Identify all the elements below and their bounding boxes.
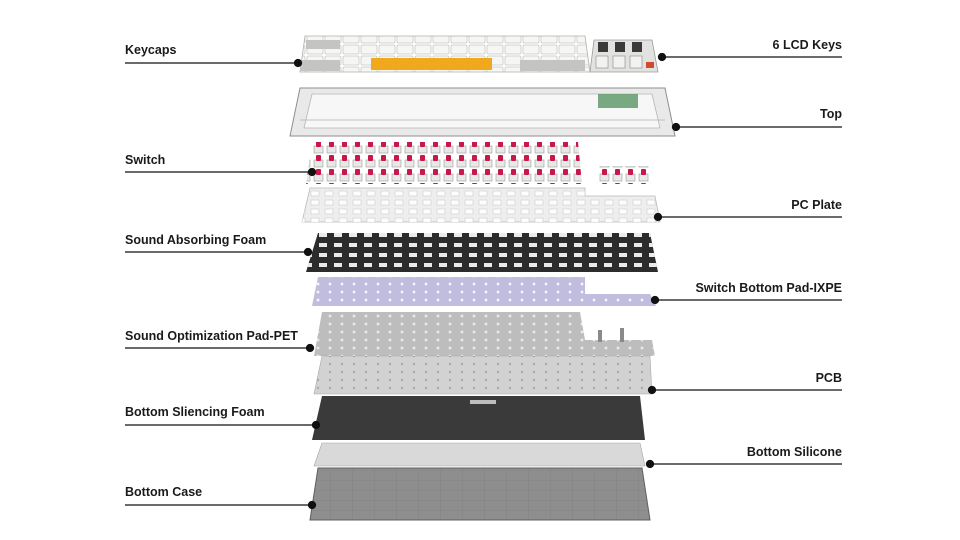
leader-lines-right (647, 54, 843, 468)
spacebar-accent (371, 58, 492, 70)
leader-dot-lcd-keys (659, 54, 666, 61)
bottom-silicone-layer (314, 443, 645, 466)
label-switch-bottom-pad: Switch Bottom Pad-IXPE (695, 281, 842, 295)
label-pcb: PCB (816, 371, 842, 385)
pcb-layer (314, 356, 652, 394)
pet-pad-layer (314, 312, 655, 356)
leader-dot-switch (309, 169, 316, 176)
label-lcd-keys: 6 LCD Keys (773, 38, 842, 52)
leader-dot-pcb (649, 387, 656, 394)
leader-dot-top (673, 124, 680, 131)
bottom-case-layer (310, 468, 650, 520)
label-bottom-case: Bottom Case (125, 485, 202, 499)
leader-dot-bottom-case (309, 502, 316, 509)
ixpe-pad-layer (312, 277, 656, 306)
switch-layer (306, 142, 649, 184)
label-switch: Switch (125, 153, 165, 167)
leader-dot-ixpe (652, 297, 659, 304)
leader-dot-sound-absorbing-foam (305, 249, 312, 256)
leader-dot-bottom-foam (313, 422, 320, 429)
top-frame-layer (290, 88, 675, 136)
leader-dot-bottom-silicone (647, 461, 654, 468)
leader-lines-left (125, 60, 320, 509)
leader-dot-keycaps (295, 60, 302, 67)
label-bottom-silicone: Bottom Silicone (747, 445, 842, 459)
label-keycaps: Keycaps (125, 43, 176, 57)
label-pc-plate: PC Plate (791, 198, 842, 212)
label-sound-absorbing-foam: Sound Absorbing Foam (125, 233, 266, 247)
keycaps-layer (300, 36, 590, 72)
sound-absorbing-foam-layer (306, 233, 658, 272)
leader-dot-sound-optimization-pad (307, 345, 314, 352)
leader-dot-pc-plate (655, 214, 662, 221)
lcd-keys-group (590, 40, 658, 72)
bottom-silencing-foam-layer (312, 396, 645, 440)
label-bottom-silencing-foam: Bottom Sliencing Foam (125, 405, 265, 419)
pc-plate-layer (302, 188, 660, 222)
label-sound-optimization-pad: Sound Optimization Pad-PET (125, 329, 298, 343)
label-top: Top (820, 107, 842, 121)
